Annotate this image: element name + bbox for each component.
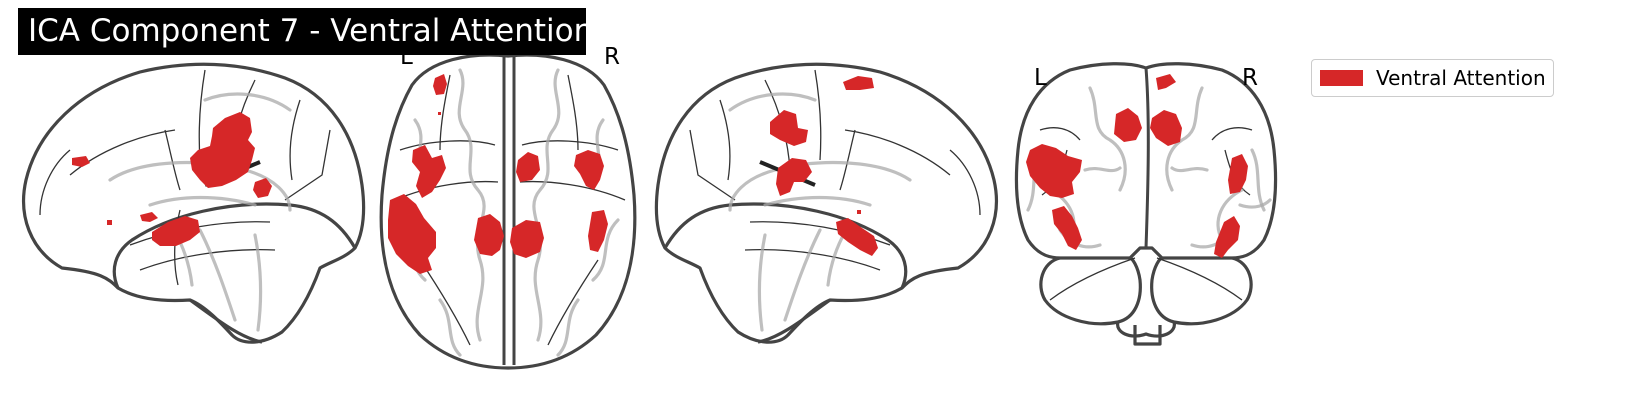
coronal-cerebellum: [1039, 256, 1142, 326]
activation-blob: [516, 152, 540, 182]
activation-blob: [1156, 74, 1176, 90]
sagittal-left-temporal: [112, 202, 357, 289]
activation-blob: [474, 214, 504, 256]
axial-view: [379, 53, 637, 370]
coronal-right-label: R: [1242, 65, 1258, 91]
activation-blob: [510, 220, 544, 258]
activation-blob: [152, 216, 200, 246]
activation-blob: [190, 112, 255, 188]
activation-blob: [438, 112, 441, 115]
legend-label: Ventral Attention: [1376, 66, 1546, 90]
coronal-view: [1014, 62, 1278, 346]
sagittal-left-outline: [22, 62, 366, 344]
activation-blob: [388, 194, 436, 274]
sagittal-left-activations: [72, 112, 272, 246]
activation-blob: [253, 178, 272, 198]
legend: Ventral Attention: [1311, 59, 1554, 97]
sagittal-right-outline: [654, 62, 998, 344]
activation-blob: [1214, 216, 1240, 258]
activation-blob: [1026, 144, 1082, 198]
sagittal-right-view: [654, 62, 998, 344]
activation-blob: [433, 74, 447, 95]
axial-right-label: R: [604, 44, 620, 70]
activation-blob: [412, 145, 446, 198]
sagittal-right-activations: [770, 76, 878, 256]
activation-blob: [843, 76, 874, 90]
activation-blob: [72, 156, 90, 167]
activation-blob: [588, 210, 608, 252]
activation-blob: [1228, 154, 1248, 194]
activation-blob: [857, 210, 861, 214]
axial-activations: [388, 74, 608, 274]
activation-blob: [770, 110, 808, 146]
activation-blob: [836, 218, 878, 256]
sagittal-left-view: [22, 62, 366, 344]
sagittal-left-cerebellum: [189, 298, 263, 344]
axial-left-label: L: [400, 44, 413, 70]
coronal-activations: [1026, 74, 1248, 258]
activation-blob: [574, 150, 604, 190]
activation-blob: [1114, 108, 1142, 142]
figure-title: ICA Component 7 - Ventral Attention: [18, 8, 593, 55]
legend-swatch: [1320, 70, 1363, 86]
activation-blob: [107, 220, 112, 225]
coronal-left-label: L: [1034, 65, 1047, 91]
activation-blob: [140, 212, 158, 222]
sagittal-right-temporal: [663, 202, 908, 289]
activation-blob: [776, 158, 812, 196]
activation-blob: [1052, 206, 1082, 250]
axial-outline: [379, 53, 637, 370]
activation-blob: [1150, 110, 1182, 146]
